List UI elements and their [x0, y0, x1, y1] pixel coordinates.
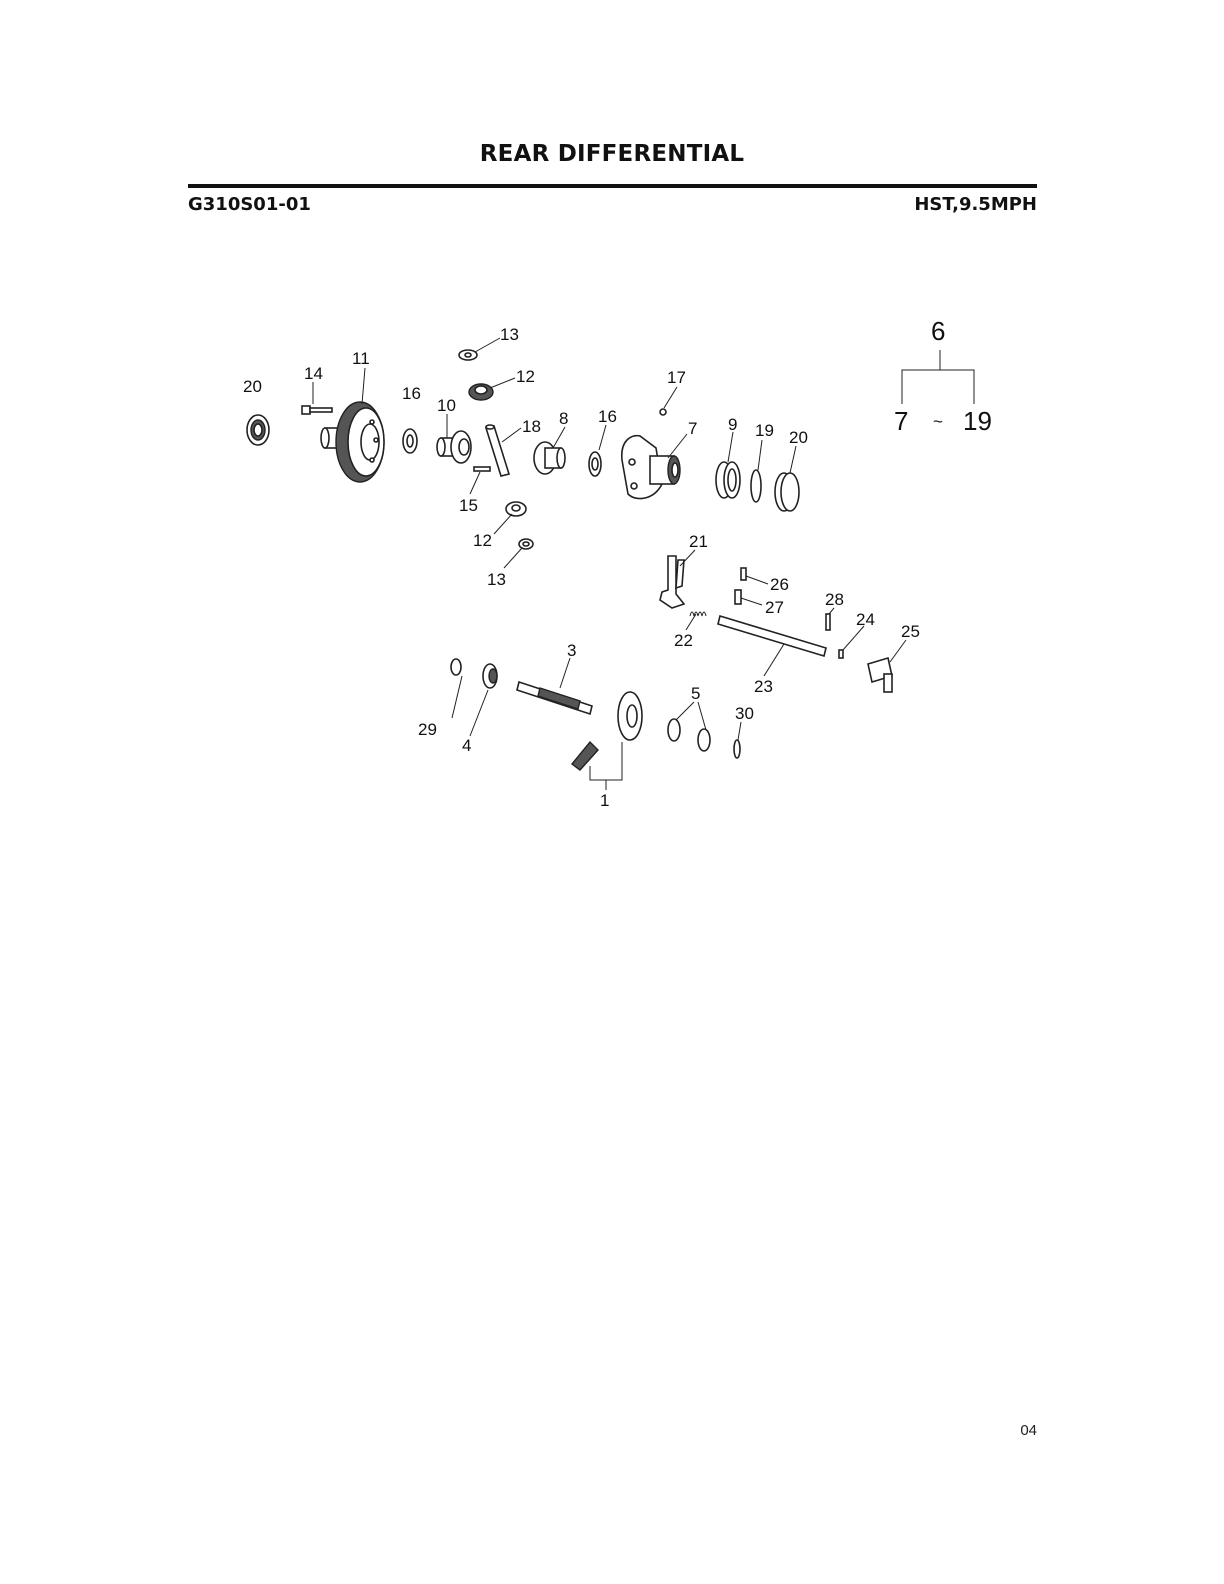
callout-30: 30	[735, 704, 754, 723]
callout-27: 27	[765, 598, 784, 617]
page-number: 04	[1020, 1422, 1037, 1439]
part-9-bearing	[715, 461, 741, 499]
part-7-differential-case	[621, 434, 681, 500]
callout-4: 4	[462, 736, 471, 755]
callout-25: 25	[901, 622, 920, 641]
callout-17: 17	[667, 368, 686, 387]
part-20-bearing-right	[774, 472, 800, 512]
part-30-snap-ring	[733, 739, 741, 759]
part-21-shift-fork	[659, 555, 686, 609]
callout-7: 7	[688, 419, 697, 438]
part-26-pin	[740, 567, 747, 581]
part-20-bearing-left	[246, 414, 270, 446]
part-28-pin	[825, 613, 831, 631]
part-1-pinion-gear-set	[570, 691, 643, 771]
callout-19: 19	[755, 421, 774, 440]
callout-16-right: 16	[598, 407, 617, 426]
part-18-pinion-shaft	[484, 424, 511, 477]
callout-28: 28	[825, 590, 844, 609]
callout-15: 15	[459, 496, 478, 515]
part-22-spring	[689, 611, 707, 617]
callout-1: 1	[600, 791, 609, 810]
assembly-bracket	[901, 350, 975, 404]
callout-10: 10	[437, 396, 456, 415]
callout-9: 9	[728, 415, 737, 434]
part-19-snap-ring	[750, 469, 762, 503]
callout-5: 5	[691, 684, 700, 703]
part-12-pinion-upper	[468, 383, 494, 401]
callout-3: 3	[567, 641, 576, 660]
part-8-side-gear	[533, 441, 566, 475]
page-title: REAR DIFFERENTIAL	[479, 141, 745, 167]
part-11-ring-gear	[320, 401, 385, 483]
callout-18: 18	[522, 417, 541, 436]
callout-20-right: 20	[789, 428, 808, 447]
part-3-drive-shaft	[516, 680, 593, 716]
assembly-range-separator: ~	[933, 412, 943, 431]
callout-labels: 13 12 11 14 20 16 10 18 8 16 17 7 9 19 2…	[243, 325, 920, 810]
callout-13-upper: 13	[500, 325, 519, 344]
callout-14: 14	[304, 364, 323, 383]
callout-26: 26	[770, 575, 789, 594]
callout-24: 24	[856, 610, 875, 629]
assembly-range-end: 19	[963, 406, 992, 436]
callout-12-upper: 12	[516, 367, 535, 386]
assembly-range-start: 7	[894, 406, 908, 436]
callout-12-lower: 12	[473, 531, 492, 550]
part-10-side-gear	[436, 430, 472, 464]
callout-21: 21	[689, 532, 708, 551]
part-24-clip	[838, 649, 844, 659]
part-14-bolt	[301, 405, 333, 415]
part-5-bearings	[667, 718, 711, 752]
callout-22: 22	[674, 631, 693, 650]
callout-8: 8	[559, 409, 568, 428]
part-4-bearing	[482, 663, 498, 689]
part-15-pin	[473, 466, 491, 472]
model-spec: HST,9.5MPH	[914, 194, 1037, 215]
callout-13-lower: 13	[487, 570, 506, 589]
part-17-pin	[659, 408, 667, 416]
header-rule	[188, 184, 1037, 188]
callout-23: 23	[754, 677, 773, 696]
callout-20-left: 20	[243, 377, 262, 396]
callout-16-left: 16	[402, 384, 421, 403]
callout-29: 29	[418, 720, 437, 739]
callout-11: 11	[352, 349, 370, 368]
part-27-pin	[734, 589, 742, 605]
diagram-code: G310S01-01	[188, 194, 311, 215]
assembly-key: 6 7 ~ 19	[894, 316, 992, 436]
part-25-shift-arm	[867, 656, 893, 693]
part-29-snap-ring	[450, 658, 462, 676]
part-23-shift-shaft	[717, 614, 827, 658]
leader-lines	[312, 337, 907, 790]
assembly-parent-label: 6	[931, 316, 945, 346]
